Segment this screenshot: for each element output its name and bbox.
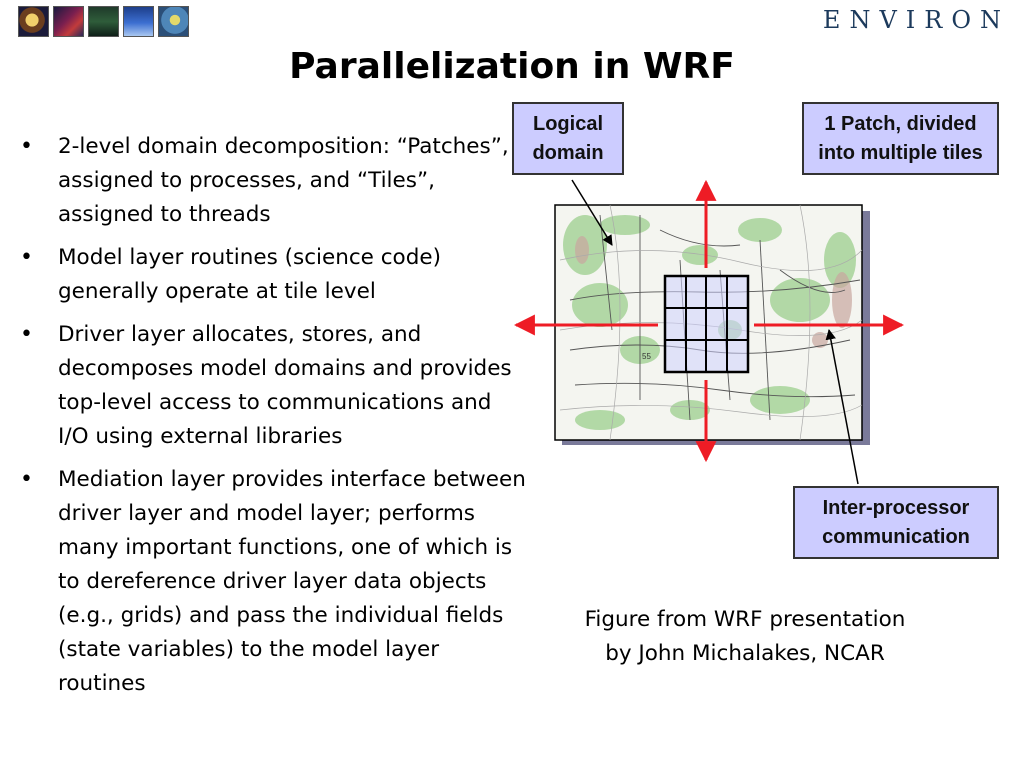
bullet-item: 2-level domain decomposition: “Patches”,… [18,130,528,232]
callout-line: 1 Patch, divided [824,112,977,135]
caption-line: by John Michalakes, NCAR [605,641,885,666]
patch-grid [663,274,750,374]
callout-line: domain [532,141,604,164]
logical-domain-callout: Logical domain [512,102,624,175]
pointer-logical-domain [571,179,613,246]
globe-thumbnail [18,6,49,37]
forest-thumbnail [88,6,119,37]
environ-logo: ENVIRON [822,6,1010,34]
logo-thumbnails [18,6,189,37]
pointer-communication [825,328,859,485]
communication-callout: Inter-processor communication [793,486,999,559]
water-thumbnail [123,6,154,37]
callout-line: Logical [532,112,603,135]
bullet-item: Mediation layer provides interface betwe… [18,463,528,701]
decomposition-figure: 55 [513,179,905,485]
slide-title: Parallelization in WRF [289,46,735,87]
callout-line: communication [822,525,970,548]
map-label: 55 [642,352,651,361]
callout-line: into multiple tiles [818,141,983,164]
balloon-thumbnail [158,6,189,37]
dna-thumbnail [53,6,84,37]
bullet-list: 2-level domain decomposition: “Patches”,… [18,130,528,710]
bullet-item: Model layer routines (science code) gene… [18,241,528,309]
caption-line: Figure from WRF presentation [584,607,906,632]
callout-line: Inter-processor [822,496,970,519]
patch-tiles-callout: 1 Patch, divided into multiple tiles [802,102,999,175]
figure-caption: Figure from WRF presentation by John Mic… [540,603,950,671]
bullet-item: Driver layer allocates, stores, and deco… [18,318,528,454]
